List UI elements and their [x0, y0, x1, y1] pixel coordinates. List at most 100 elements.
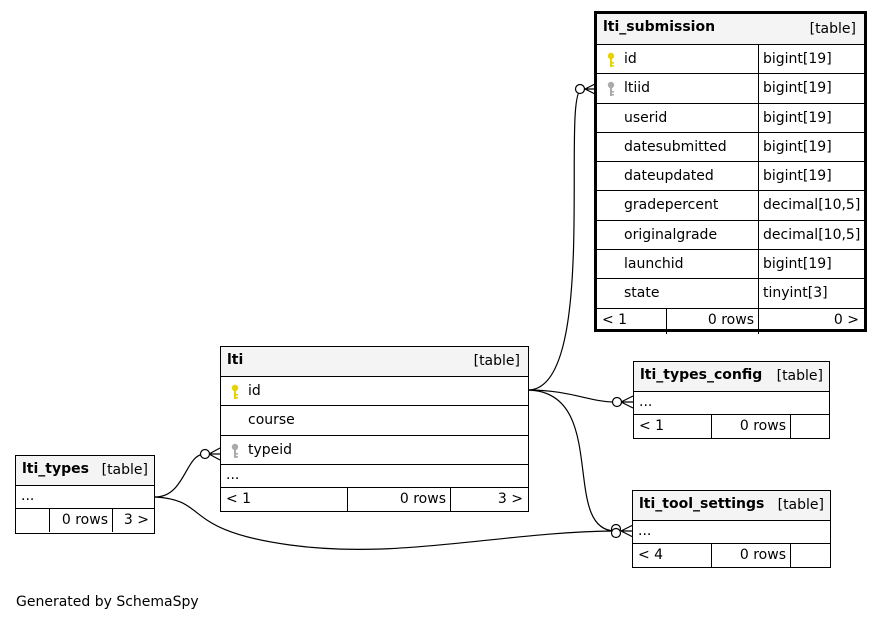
- optional-marker-lti: [199, 448, 211, 460]
- column-name: originalgrade: [624, 226, 718, 243]
- column-name: userid: [624, 109, 668, 126]
- generated-by-label: Generated by SchemaSpy: [16, 594, 199, 610]
- column-name: state: [624, 285, 660, 302]
- footer-children: 3 >: [450, 487, 528, 511]
- footer-rows: 0 rows: [347, 487, 450, 511]
- column-name-cell: userid: [597, 104, 758, 132]
- column-name: id: [248, 383, 261, 399]
- column-type: bigint[19]: [758, 162, 864, 191]
- table-name: lti_submission: [603, 19, 716, 35]
- table-header: lti_types [table]: [16, 456, 154, 486]
- column-name: id: [624, 51, 637, 67]
- table-kind: [table]: [809, 21, 856, 37]
- table-kind: [table]: [776, 368, 823, 384]
- column-name-cell: dateupdated: [597, 162, 758, 190]
- footer-parents: [16, 509, 49, 532]
- column-row[interactable]: id bigint[19]: [597, 45, 864, 75]
- footer-children: [790, 415, 829, 438]
- column-name-cell: course: [221, 406, 528, 434]
- table-kind: [table]: [101, 462, 148, 478]
- column-name: ltiid: [624, 80, 651, 97]
- column-name-cell: state: [597, 279, 758, 307]
- column-name-cell: ltiid: [597, 74, 758, 102]
- edge-lti-to-lti-tool-settings: [527, 389, 616, 532]
- column-row[interactable]: launchid bigint[19]: [597, 250, 864, 280]
- foreign-key-icon: [607, 81, 615, 97]
- table-footer: < 1 0 rows 3 >: [221, 487, 528, 511]
- column-type: decimal[10,5]: [758, 220, 864, 250]
- column-name-cell: originalgrade: [597, 221, 758, 249]
- column-name-cell: datesubmitted: [597, 133, 758, 161]
- footer-rows: 0 rows: [711, 415, 790, 438]
- table-lti-types[interactable]: lti_types [table] ... 0 rows 3 >: [15, 455, 155, 534]
- column-name: datesubmitted: [624, 138, 727, 155]
- table-header: lti [table]: [221, 347, 528, 377]
- table-footer: < 1 0 rows: [634, 415, 829, 438]
- footer-rows: 0 rows: [711, 544, 790, 567]
- table-lti-tool-settings[interactable]: lti_tool_settings [table] ... < 4 0 rows: [632, 490, 831, 568]
- column-row[interactable]: ltiid bigint[19]: [597, 74, 864, 104]
- table-footer: < 1 0 rows 0 >: [597, 308, 864, 334]
- column-name: typeid: [248, 441, 293, 458]
- table-footer: 0 rows 3 >: [16, 509, 154, 532]
- column-name-cell: typeid: [221, 436, 528, 464]
- column-row[interactable]: course: [221, 406, 528, 436]
- table-header: lti_tool_settings [table]: [633, 491, 830, 521]
- table-name: lti: [227, 352, 244, 368]
- table-header: lti_submission [table]: [597, 14, 864, 45]
- column-type: bigint[19]: [758, 132, 864, 162]
- table-lti-types-config[interactable]: lti_types_config [table] ... < 1 0 rows: [633, 361, 830, 439]
- optional-marker-lti-tool-settings-b: [610, 527, 622, 539]
- footer-parents: < 1: [639, 418, 665, 434]
- column-row[interactable]: state tinyint[3]: [597, 279, 864, 309]
- crowfoot-lti-types-config: [620, 395, 634, 409]
- column-name-cell: id: [597, 45, 758, 73]
- optional-marker-lti-submission: [574, 83, 586, 95]
- column-row[interactable]: id: [221, 377, 528, 407]
- table-kind: [table]: [777, 497, 824, 513]
- table-name: lti_types: [22, 461, 89, 477]
- footer-parents: < 4: [638, 547, 664, 563]
- column-row[interactable]: dateupdated bigint[19]: [597, 162, 864, 192]
- column-row[interactable]: userid bigint[19]: [597, 103, 864, 133]
- optional-marker-lti-types-config: [611, 396, 623, 408]
- edge-lti-types-to-lti-tool-settings: [154, 496, 616, 551]
- table-lti[interactable]: lti [table] id course typeid ... < 1 0 row…: [220, 346, 529, 512]
- column-type: decimal[10,5]: [758, 191, 864, 220]
- table-kind: [table]: [473, 353, 520, 369]
- more-columns: ...: [221, 465, 528, 488]
- footer-rows: 0 rows: [49, 509, 112, 532]
- footer-rows: 0 rows: [666, 308, 758, 334]
- column-name: launchid: [624, 256, 684, 273]
- footer-children: 0 >: [758, 308, 864, 334]
- footer-children: 3 >: [112, 509, 154, 532]
- column-row[interactable]: originalgrade decimal[10,5]: [597, 220, 864, 251]
- column-type: bigint[19]: [758, 74, 864, 103]
- column-name-cell: id: [221, 377, 528, 405]
- column-name: course: [248, 412, 295, 429]
- edge-lti-types-to-lti: [154, 453, 205, 498]
- primary-key-icon: [231, 384, 239, 400]
- column-type: bigint[19]: [758, 45, 864, 74]
- column-type: bigint[19]: [758, 103, 864, 132]
- table-name: lti_types_config: [640, 367, 763, 383]
- column-list: id bigint[19] ltiid bigint[19] userid bigint[…: [597, 45, 864, 309]
- table-name: lti_tool_settings: [639, 496, 765, 512]
- column-type: bigint[19]: [758, 250, 864, 279]
- column-name-cell: launchid: [597, 250, 758, 278]
- column-row[interactable]: typeid: [221, 436, 528, 465]
- more-columns: ...: [634, 392, 829, 415]
- footer-parents: < 1: [226, 490, 252, 507]
- crowfoot-lti: [208, 447, 221, 461]
- crowfoot-lti-tool-settings: [620, 524, 634, 538]
- primary-key-icon: [607, 52, 615, 68]
- column-name: dateupdated: [624, 168, 714, 185]
- edge-lti-to-lti-submission: [527, 88, 583, 391]
- column-type: tinyint[3]: [758, 279, 864, 308]
- edge-lti-to-lti-types-config: [527, 389, 616, 403]
- column-name-cell: gradepercent: [597, 191, 758, 219]
- column-row[interactable]: datesubmitted bigint[19]: [597, 132, 864, 163]
